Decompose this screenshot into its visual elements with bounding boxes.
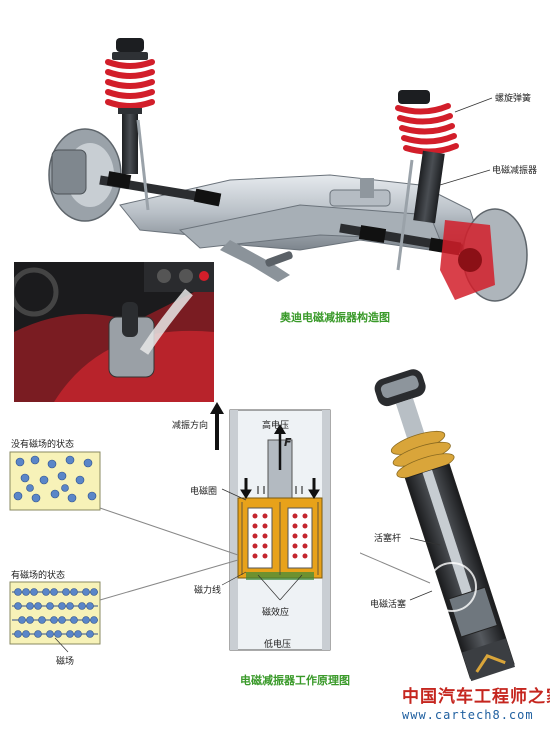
label-electromagnetic-damper: 电磁减振器 — [492, 166, 538, 176]
label-damping-direction: 减振方向 — [172, 421, 209, 431]
label-piston-rod: 活塞杆 — [374, 534, 402, 544]
watermark-text: 中国汽车工程师之家 — [402, 687, 550, 707]
damper-cutaway-illustration — [360, 369, 516, 682]
interior-photo — [14, 262, 214, 402]
label-low-pressure: 低电压 — [264, 640, 292, 650]
label-coil-spring: 螺旋弹簧 — [495, 94, 532, 104]
caption-principle: 电磁减振器工作原理图 — [240, 674, 350, 687]
right-hub-cutaway — [440, 208, 528, 302]
watermark-url: www.cartech8.com — [402, 708, 534, 722]
label-electromagnetic-piston: 电磁活塞 — [370, 600, 407, 610]
label-force: F — [284, 436, 292, 449]
left-brake-disc — [48, 128, 122, 222]
label-magnetic-effect: 磁效应 — [262, 608, 290, 618]
left-drive-shaft — [99, 171, 222, 207]
leader-spring — [454, 97, 493, 113]
right-strut — [395, 90, 459, 271]
electromagnetic-piston — [237, 497, 323, 580]
left-strut — [105, 38, 155, 211]
right-coil-spring — [395, 103, 459, 155]
force-arrow — [274, 424, 286, 470]
damping-direction-arrow — [210, 402, 224, 450]
steering-rack — [329, 178, 391, 207]
label-with-field-state: 有磁场的状态 — [11, 571, 66, 581]
label-no-field-state: 没有磁场的状态 — [11, 440, 75, 450]
label-magnetic-field: 磁场 — [56, 657, 75, 667]
caption-structure: 奥迪电磁减振器构造图 — [280, 311, 390, 324]
no-field-particles — [9, 451, 101, 511]
suspension-assembly-illustration — [48, 38, 528, 302]
principle-diagram — [9, 402, 331, 653]
label-flux-lines: 磁力线 — [194, 586, 222, 596]
leader-damper — [439, 169, 491, 186]
label-coil: 电磁圈 — [190, 487, 218, 497]
with-field-particles — [9, 581, 101, 653]
label-high-pressure: 高电压 — [262, 421, 290, 431]
pressure-arrows — [240, 478, 320, 499]
left-coil-spring — [105, 59, 155, 109]
